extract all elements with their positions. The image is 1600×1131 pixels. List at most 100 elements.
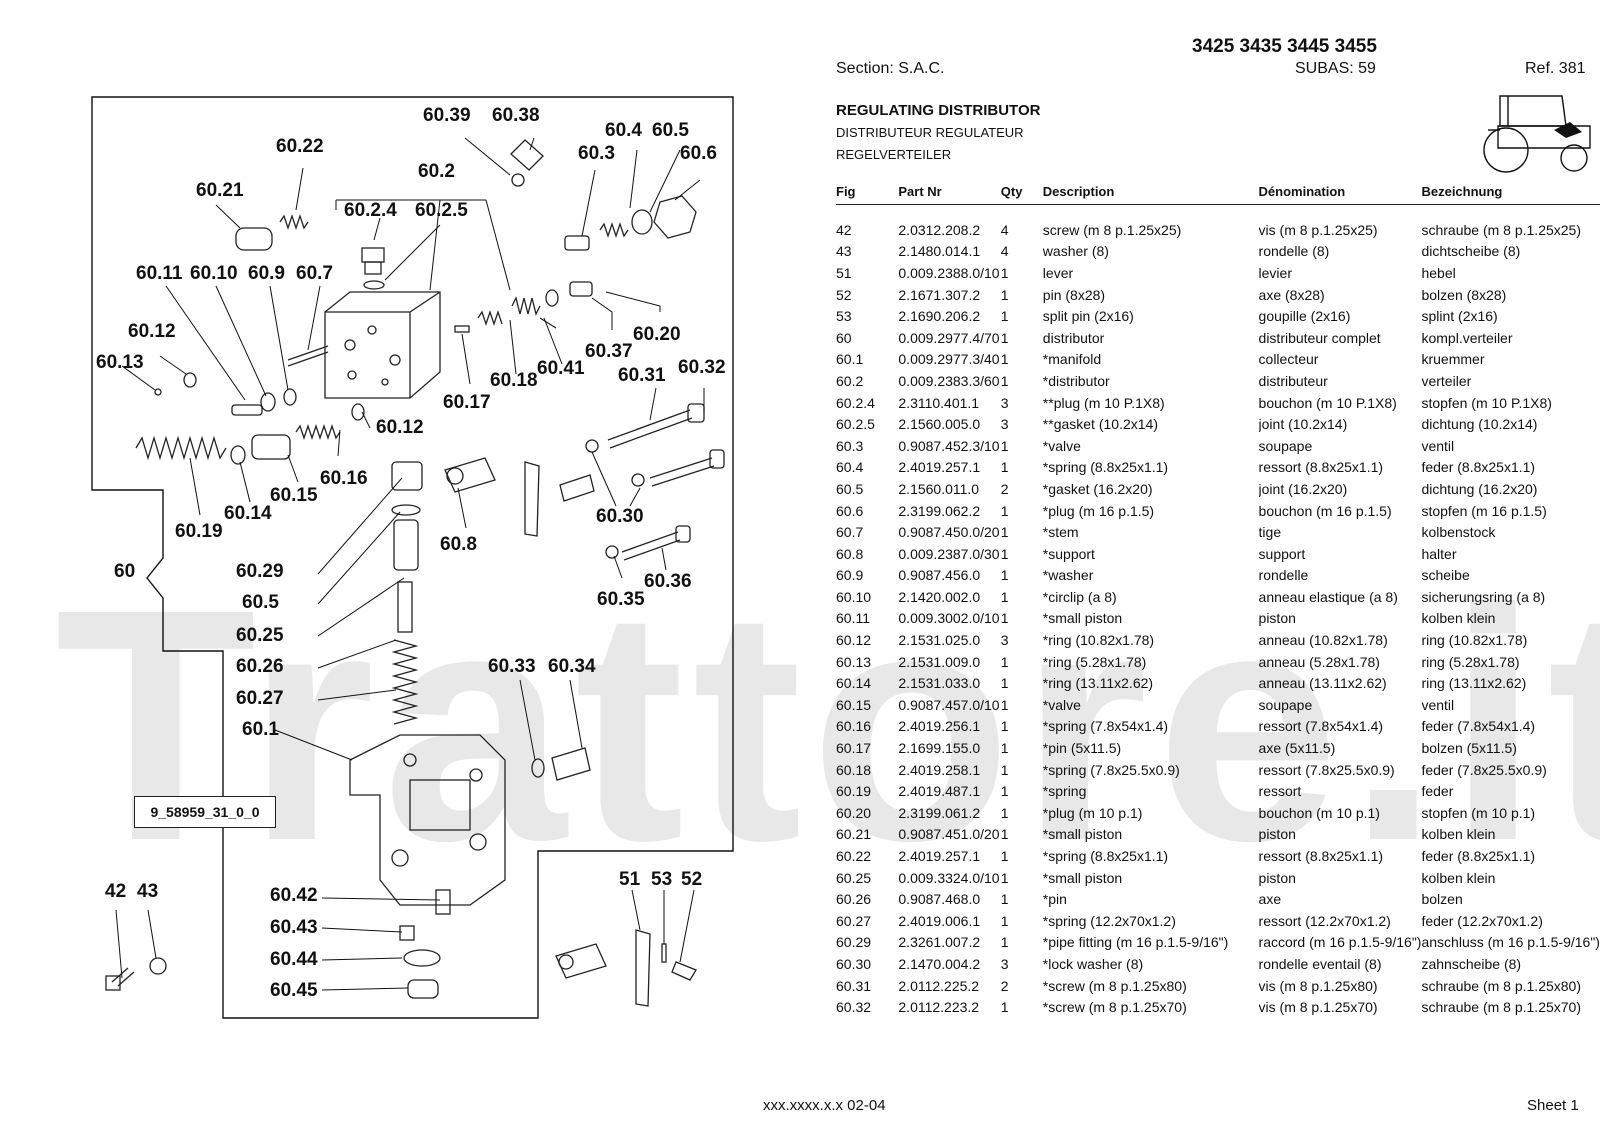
denomination-cell: distributeur [1258,372,1328,389]
part-nr-cell: 0.009.2977.4/70 [898,329,1000,346]
qty-cell: 1 [1000,524,1009,541]
column-header-qty: Qty [1000,182,1043,205]
part-nr-cell: 0.009.3002.0/10 [898,610,1000,627]
callout-label: 60.27 [236,688,284,709]
fig-cell: 60.26 [836,891,872,908]
part-nr-cell: 2.4019.257.1 [898,848,981,865]
callout-label: 60.8 [440,534,477,555]
part-nr-cell: 2.1671.307.2 [898,286,981,303]
callout-label: 60.32 [678,357,726,378]
qty-cell: 1 [1000,329,1009,346]
denomination-cell: joint (16.2x20) [1258,480,1348,497]
description-cell: *pin [1042,891,1067,908]
qty-cell: 1 [1000,459,1009,476]
callout-label: 60.33 [488,656,536,677]
part-nr-cell: 0.009.3324.0/10 [898,869,1000,886]
denomination-cell: levier [1258,264,1292,281]
part-nr-cell: 2.4019.256.1 [898,718,981,735]
bezeichnung-cell: kolben klein [1421,826,1496,843]
qty-cell: 1 [1000,610,1009,627]
part-nr-cell: 0.9087.451.0/20 [898,826,1000,843]
description-cell: *pipe fitting (m 16 p.1.5-9/16") [1042,934,1229,951]
part-nr-cell: 0.9087.452.3/10 [898,437,1000,454]
bezeichnung-cell: kompl.verteiler [1421,329,1513,346]
part-nr-cell: 2.1480.014.1 [898,243,981,260]
part-nr-cell: 0.009.2388.0/10 [898,264,1000,281]
callout-label: 60.43 [270,917,318,938]
description-cell: *spring [1042,783,1087,800]
denomination-cell: collecteur [1258,351,1319,368]
fig-cell: 60.1 [836,351,864,368]
part-nr-cell: 2.1699.155.0 [898,740,981,757]
description-cell: *lock washer (8) [1042,955,1144,972]
denomination-cell: anneau (13.11x2.62) [1258,675,1387,692]
callout-label: 60.16 [320,468,368,489]
callout-label: 42 [105,881,127,902]
callout-label: 51 [619,869,641,890]
qty-cell: 1 [1000,826,1009,843]
bezeichnung-cell: stopfen (m 10 P.1X8) [1421,394,1552,411]
bezeichnung-cell: feder (7.8x54x1.4) [1421,718,1536,735]
part-nr-cell: 2.1420.002.0 [898,588,981,605]
part-nr-cell: 0.9087.457.0/10 [898,696,1000,713]
fig-cell: 60.13 [836,653,872,670]
fig-cell: 60.20 [836,804,872,821]
qty-cell: 1 [1000,761,1009,778]
part-nr-cell: 0.009.2383.3/60 [898,372,1000,389]
bezeichnung-cell: ring (10.82x1.78) [1421,632,1528,649]
qty-cell: 3 [1000,416,1009,433]
denomination-cell: piston [1258,610,1296,627]
denomination-cell: anneau elastique (a 8) [1258,588,1398,605]
qty-cell: 1 [1000,351,1009,368]
fig-cell: 60.14 [836,675,872,692]
bezeichnung-cell: feder (8.8x25x1.1) [1421,459,1536,476]
denomination-cell: ressort [1258,783,1302,800]
bezeichnung-cell: anschluss (m 16 p.1.5-9/16") [1421,934,1600,951]
qty-cell: 1 [1000,286,1009,303]
denomination-cell: ressort (7.8x25.5x0.9) [1258,761,1395,778]
description-cell: screw (m 8 p.1.25x25) [1042,221,1182,238]
description-cell: *small piston [1042,869,1123,886]
callout-label: 60.21 [196,180,244,201]
qty-cell: 4 [1000,221,1009,238]
bezeichnung-cell: kruemmer [1421,351,1485,368]
callout-label: 60.4 [605,120,642,141]
callout-label: 60.35 [597,589,645,610]
diagram-drawing [91,96,734,1019]
callout-label: 60.29 [236,561,284,582]
callout-label: 53 [651,869,673,890]
part-nr-cell: 2.3199.062.2 [898,502,981,519]
bezeichnung-cell: splint (2x16) [1421,308,1498,325]
callout-label: 60.2.4 [344,200,397,221]
description-cell: **gasket (10.2x14) [1042,416,1158,433]
table-spacer [836,205,1600,220]
bezeichnung-cell: schraube (m 8 p.1.25x80) [1421,977,1581,994]
callout-label: 60.15 [270,485,318,506]
part-nr-cell: 0.9087.450.0/20 [898,524,1000,541]
callout-label: 60.7 [296,263,333,284]
fig-cell: 60.31 [836,977,872,994]
qty-cell: 1 [1000,545,1009,562]
description-cell: **plug (m 10 P.1X8) [1042,394,1165,411]
fig-cell: 60 [836,329,852,346]
bezeichnung-cell: halter [1421,545,1457,562]
denomination-cell: bouchon (m 10 p.1) [1258,804,1380,821]
denomination-cell: piston [1258,869,1296,886]
model-list: 3425 3435 3445 3455 [1192,36,1377,57]
callout-label: 60 [114,561,136,582]
page-title-de: REGELVERTEILER [836,147,952,162]
callout-label: 60.45 [270,980,318,1001]
fig-cell: 60.5 [836,480,864,497]
qty-cell: 1 [1000,934,1009,951]
